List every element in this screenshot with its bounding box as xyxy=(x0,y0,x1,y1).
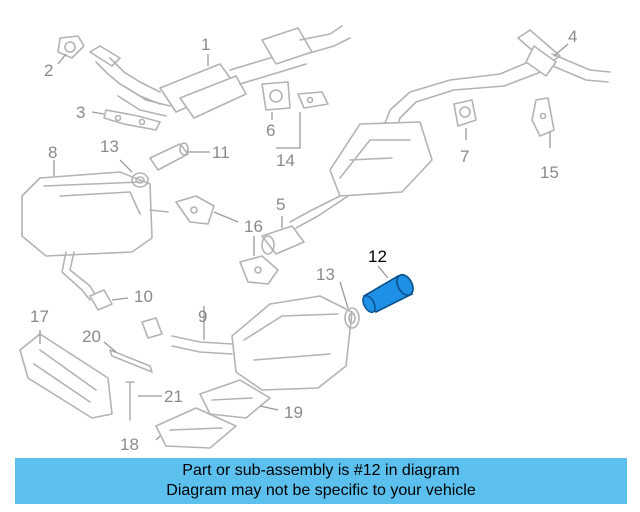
callout-3[interactable]: 3 xyxy=(76,103,85,122)
callout-7[interactable]: 7 xyxy=(460,147,469,166)
callout-5[interactable]: 5 xyxy=(276,195,285,214)
center-muffler xyxy=(289,121,433,229)
callout-14[interactable]: 14 xyxy=(276,151,295,170)
callout-21[interactable]: 21 xyxy=(164,387,183,406)
callout-19[interactable]: 19 xyxy=(284,403,303,422)
callout-2[interactable]: 2 xyxy=(44,61,53,80)
callout-9[interactable]: 9 xyxy=(198,307,207,326)
callout-20[interactable]: 20 xyxy=(82,327,101,346)
part-17-heat-shield xyxy=(19,333,113,419)
callout-15[interactable]: 15 xyxy=(540,163,559,182)
callout-4[interactable]: 4 xyxy=(568,27,577,46)
part-info-banner: Part or sub-assembly is #12 in diagram D… xyxy=(15,458,627,504)
part-1-front-pipe xyxy=(89,25,351,119)
part-6-hanger xyxy=(261,81,291,111)
part-2-gasket xyxy=(57,35,85,59)
part-16-bracket-upper xyxy=(175,195,215,225)
callout-13-left[interactable]: 13 xyxy=(100,137,119,156)
part-15-bracket xyxy=(531,97,555,137)
banner-line-2: Diagram may not be specific to your vehi… xyxy=(166,482,476,499)
part-3-bracket xyxy=(103,109,161,131)
part-21-bolt xyxy=(125,381,135,421)
callout-12[interactable]: 12 xyxy=(368,247,387,266)
part-5-clamp xyxy=(261,225,305,255)
part-9-rear-muffler xyxy=(171,295,353,391)
leader-lines xyxy=(39,43,569,441)
part-4-tailpipe-connector xyxy=(383,29,611,131)
part-20-strap xyxy=(109,349,153,373)
callout-17[interactable]: 17 xyxy=(30,307,49,326)
callout-1[interactable]: 1 xyxy=(201,35,210,54)
part-13-clamp-left xyxy=(131,172,149,188)
callout-11[interactable]: 11 xyxy=(212,143,230,162)
callouts: 1 2 3 4 5 6 7 8 9 10 11 12 13 13 14 15 1… xyxy=(30,27,577,454)
part-18-heat-shield xyxy=(155,407,237,449)
part-13-clamp-right xyxy=(344,307,360,329)
callout-16[interactable]: 16 xyxy=(244,217,263,236)
part-14-bracket xyxy=(297,91,329,109)
part-19-heat-shield xyxy=(199,379,271,419)
banner-line-1: Part or sub-assembly is #12 in diagram xyxy=(182,462,460,479)
part-16-bracket-lower xyxy=(239,255,279,285)
part-12-exhaust-tip[interactable] xyxy=(360,272,416,314)
part-7-hanger xyxy=(453,99,477,127)
callout-8[interactable]: 8 xyxy=(48,143,57,162)
callout-13-right[interactable]: 13 xyxy=(316,265,335,284)
part-8-rear-muffler xyxy=(21,171,169,301)
callout-10[interactable]: 10 xyxy=(134,287,153,306)
part-11-pipe xyxy=(149,142,189,171)
callout-18[interactable]: 18 xyxy=(120,435,139,454)
part-10-clamp xyxy=(89,289,163,339)
callout-6[interactable]: 6 xyxy=(266,121,275,140)
